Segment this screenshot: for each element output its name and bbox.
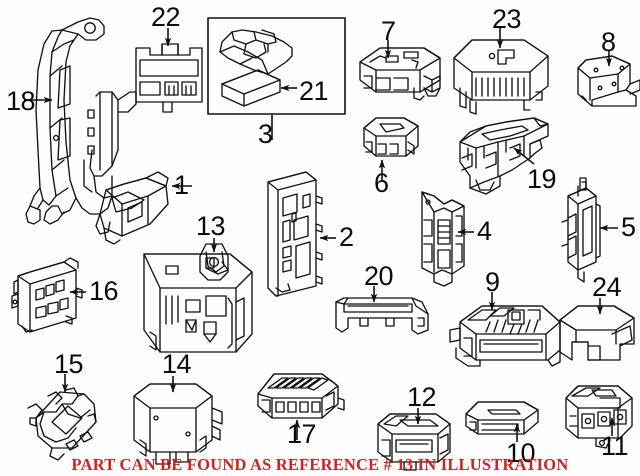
part-21-control-module bbox=[221, 69, 281, 107]
part-12-connector-housing bbox=[377, 413, 451, 471]
part-4-control-unit-bracket bbox=[421, 191, 465, 287]
part-10-flat-receiver-module bbox=[465, 401, 539, 435]
callout-20: 20 bbox=[364, 261, 394, 291]
part-24-junction-box-cover bbox=[559, 305, 635, 361]
callout-8: 8 bbox=[601, 27, 616, 57]
callout-4: 4 bbox=[477, 216, 492, 246]
part-8-module-mounting-plate bbox=[577, 55, 640, 107]
part-3-group-box bbox=[207, 17, 346, 115]
callout-22: 22 bbox=[151, 2, 181, 32]
part-1-engine-control-module bbox=[95, 171, 169, 245]
callout-6: 6 bbox=[374, 168, 389, 198]
callout-7: 7 bbox=[381, 16, 396, 46]
part-16-door-control-module bbox=[11, 257, 83, 333]
callout-3: 3 bbox=[258, 119, 273, 149]
part-13-body-control-module bbox=[143, 243, 253, 353]
callout-1: 1 bbox=[174, 170, 189, 200]
reference-watermark-text: PART CAN BE FOUND AS REFERENCE # 13 IN I… bbox=[71, 455, 569, 474]
part-18-mounting-bracket bbox=[25, 17, 137, 225]
part-14-keyless-entry-module bbox=[133, 383, 223, 465]
callout-10: 10 bbox=[506, 438, 536, 468]
callout-21: 21 bbox=[299, 76, 329, 106]
part-9-fuse-relay-box bbox=[449, 305, 561, 367]
callout-16: 16 bbox=[89, 276, 119, 306]
part-3-upper-module bbox=[219, 29, 293, 75]
callout-5: 5 bbox=[621, 212, 636, 242]
callout-15: 15 bbox=[54, 349, 84, 379]
callout-13: 13 bbox=[196, 211, 226, 241]
callout-14: 14 bbox=[162, 349, 192, 379]
callout-17: 17 bbox=[287, 419, 317, 449]
part-5-antenna-amplifier bbox=[561, 177, 601, 283]
callout-2: 2 bbox=[339, 222, 354, 252]
callout-11: 11 bbox=[601, 431, 629, 461]
callout-24: 24 bbox=[592, 272, 622, 302]
part-23-relay-box-cover bbox=[453, 39, 549, 115]
part-11-fuse-holder-block bbox=[565, 385, 633, 449]
leader-19 bbox=[513, 147, 535, 165]
callout-9: 9 bbox=[485, 267, 500, 297]
part-19-fuse-block-carrier bbox=[459, 117, 549, 195]
part-6-small-relay bbox=[363, 117, 419, 157]
part-7-relay-module bbox=[359, 47, 441, 101]
callout-23: 23 bbox=[492, 4, 522, 34]
callout-18: 18 bbox=[6, 86, 36, 116]
part-20-module-retainer-bracket bbox=[335, 297, 429, 335]
callout-12: 12 bbox=[407, 382, 437, 412]
leader-lines bbox=[24, 28, 618, 442]
part-22-fuse-junction-block bbox=[135, 43, 203, 113]
part-15-tilted-control-unit bbox=[27, 387, 97, 461]
callout-19: 19 bbox=[527, 164, 557, 194]
part-2-junction-block-panel bbox=[267, 171, 323, 297]
part-17-ribbed-control-module bbox=[257, 373, 345, 419]
